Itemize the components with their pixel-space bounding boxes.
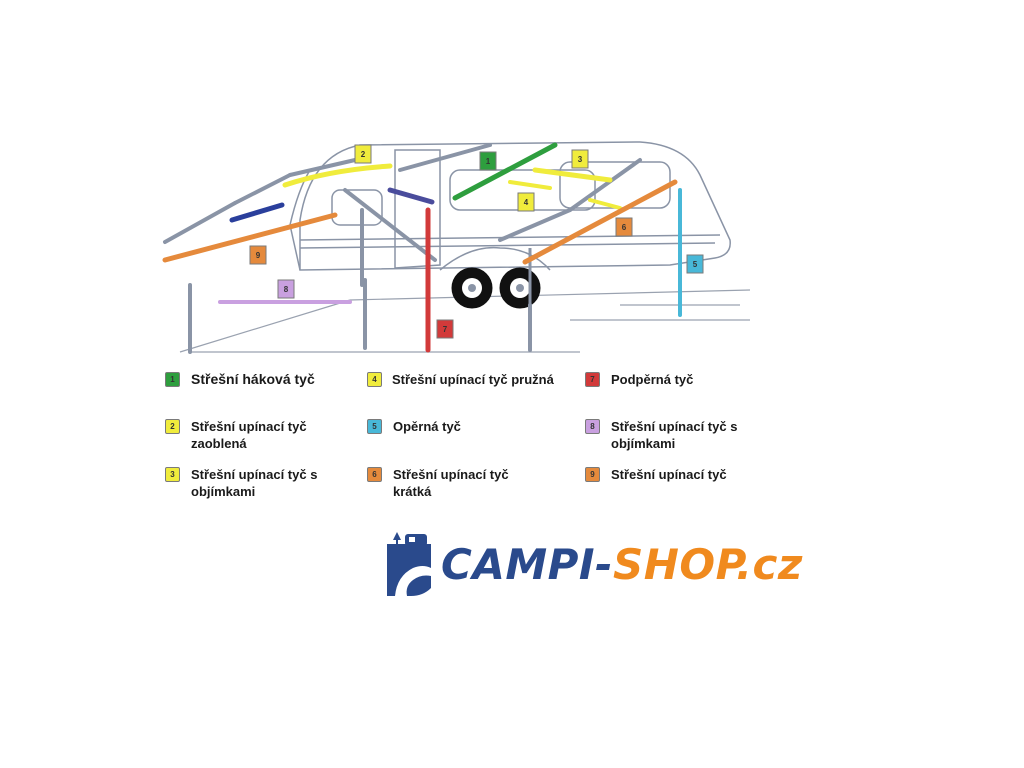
logo-text-shop: SHOP.cz bbox=[612, 539, 803, 589]
legend-item-2: 2 Střešní upínací tyč zaoblená bbox=[165, 418, 307, 452]
logo-text-campi: CAMPI- bbox=[441, 539, 613, 589]
legend-badge-6: 6 bbox=[367, 467, 382, 482]
svg-text:6: 6 bbox=[622, 223, 627, 232]
legend-badge-1: 1 bbox=[165, 372, 180, 387]
svg-text:2: 2 bbox=[361, 150, 366, 159]
legend-label-8: Střešní upínací tyč s objímkami bbox=[611, 419, 738, 451]
legend-label-2: Střešní upínací tyč zaoblená bbox=[191, 419, 307, 451]
pole-4-yellow bbox=[588, 198, 622, 210]
legend-badge-9: 9 bbox=[585, 467, 600, 482]
legend-label-6: Střešní upínací tyč krátká bbox=[393, 467, 509, 499]
svg-text:5: 5 bbox=[693, 260, 698, 269]
legend-label-5: Opěrná tyč bbox=[393, 419, 461, 434]
legend-badge-7: 7 bbox=[585, 372, 600, 387]
legend-label-3: Střešní upínací tyč s objímkami bbox=[191, 467, 318, 499]
svg-text:7: 7 bbox=[443, 325, 448, 334]
svg-text:1: 1 bbox=[486, 157, 491, 166]
pole-6-orange bbox=[522, 179, 678, 265]
legend-item-1: 1 Střešní háková tyč bbox=[165, 371, 315, 388]
pole-1-green bbox=[452, 142, 558, 201]
legend-badge-3: 3 bbox=[165, 467, 180, 482]
legend-badge-5: 5 bbox=[367, 419, 382, 434]
logo-wordmark: CAMPI-SHOP.cz bbox=[441, 540, 803, 589]
svg-text:8: 8 bbox=[284, 285, 289, 294]
legend-item-6: 6 Střešní upínací tyč krátká bbox=[367, 466, 509, 500]
legend-badge-8: 8 bbox=[585, 419, 600, 434]
svg-text:3: 3 bbox=[578, 155, 583, 164]
pole-2-yellow bbox=[282, 163, 393, 188]
legend-label-7: Podpěrná tyč bbox=[611, 372, 694, 387]
legend-item-4: 4 Střešní upínací tyč pružná bbox=[367, 371, 554, 388]
legend-item-7: 7 Podpěrná tyč bbox=[585, 371, 693, 388]
legend-item-3: 3 Střešní upínací tyč s objímkami bbox=[165, 466, 317, 500]
pole-9-orange bbox=[162, 212, 338, 263]
campi-shop-logo: CAMPI-SHOP.cz bbox=[383, 528, 802, 600]
caravan-awning-diagram: 1 2 3 4 5 6 7 8 9 bbox=[162, 141, 750, 354]
svg-text:4: 4 bbox=[524, 198, 529, 207]
legend-label-1: Střešní háková tyč bbox=[191, 371, 315, 387]
legend-label-4: Střešní upínací tyč pružná bbox=[392, 372, 554, 387]
pole-3-yellow bbox=[532, 167, 613, 183]
svg-text:9: 9 bbox=[256, 251, 261, 260]
legend-item-9: 9 Střešní upínací tyč bbox=[585, 466, 727, 483]
legend-badge-4: 4 bbox=[367, 372, 382, 387]
legend-label-9: Střešní upínací tyč bbox=[611, 467, 727, 482]
caravan-road-icon bbox=[387, 532, 431, 596]
legend-badge-2: 2 bbox=[165, 419, 180, 434]
legend-item-5: 5 Opěrná tyč bbox=[367, 418, 461, 435]
legend-item-8: 8 Střešní upínací tyč s objímkami bbox=[585, 418, 737, 452]
